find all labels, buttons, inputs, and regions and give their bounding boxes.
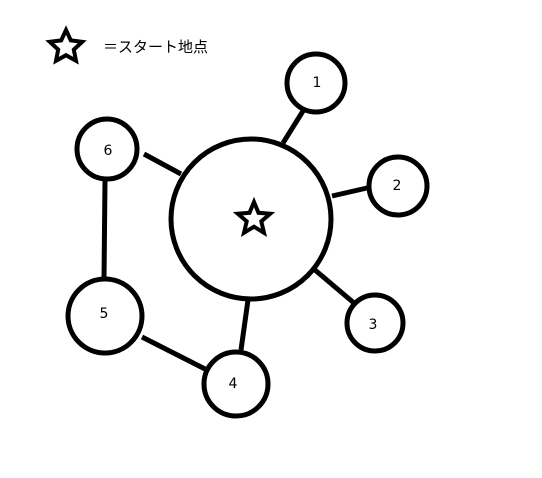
node-1: 1: [284, 51, 348, 115]
node-3: 3: [344, 292, 406, 354]
center-node: [168, 136, 334, 302]
edge-start-4: [238, 299, 251, 351]
legend-label: ＝スタート地点: [103, 38, 209, 56]
node-label: 1: [313, 75, 322, 91]
node-label: 4: [229, 376, 238, 392]
node-label: 5: [100, 306, 109, 322]
node-5: 5: [65, 276, 145, 356]
node-label: 6: [104, 143, 113, 159]
edge-5-4: [140, 334, 207, 372]
star-icon: [232, 196, 276, 238]
edges: [101, 109, 368, 372]
node-label: 2: [393, 178, 402, 194]
node-label: 3: [369, 317, 378, 333]
edge-6-5: [101, 179, 108, 281]
node-2: 2: [366, 154, 430, 218]
node-4: 4: [201, 349, 271, 419]
edge-start-3: [313, 268, 356, 305]
edge-start-1: [280, 109, 306, 145]
star-icon: [45, 25, 87, 65]
edge-start-2: [331, 185, 368, 199]
edge-start-6: [142, 151, 183, 177]
node-6: 6: [74, 116, 140, 182]
